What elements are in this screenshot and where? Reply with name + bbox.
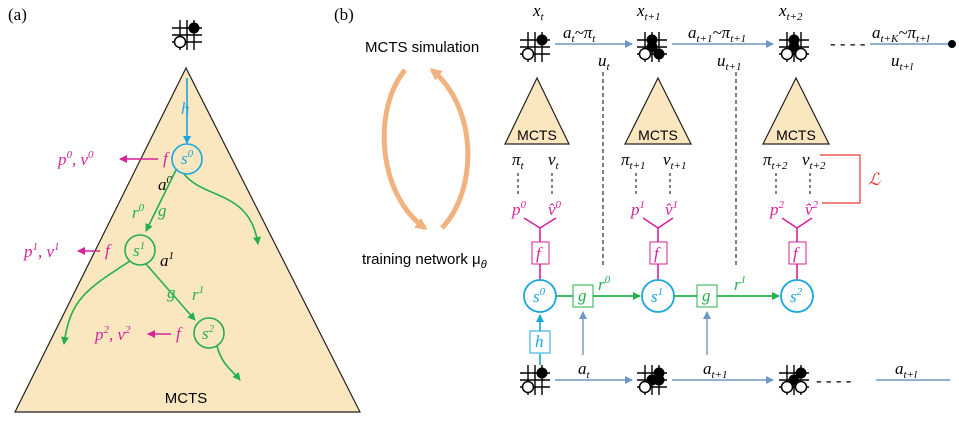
loss-label: ℒ bbox=[868, 170, 881, 189]
go-board-icon bbox=[636, 31, 668, 63]
reward-r1-b: r1 bbox=[734, 274, 746, 294]
search-v-2: vt+2 bbox=[802, 150, 826, 172]
reward-r0-a: r0 bbox=[132, 202, 145, 222]
hidden-s2 bbox=[780, 279, 814, 313]
go-board-icon bbox=[171, 19, 203, 51]
output-p0-v0: p0, v0 bbox=[57, 149, 94, 169]
state-xt: xt bbox=[532, 1, 545, 23]
panel-b-label: (b) bbox=[334, 5, 354, 24]
g-box-0-text: g bbox=[578, 286, 587, 305]
cycle-arrow-down bbox=[381, 68, 428, 231]
search-v-1: vt+1 bbox=[663, 150, 687, 172]
g-box-1-text: g bbox=[702, 286, 711, 305]
terminal-dot bbox=[948, 40, 956, 48]
search-pi-1: πt+1 bbox=[621, 150, 646, 172]
bottom-action-0: at bbox=[578, 359, 591, 381]
f-label-a2: f bbox=[176, 324, 183, 343]
mcts-tree-label: MCTS bbox=[165, 390, 208, 407]
mcts-tree bbox=[14, 66, 361, 413]
state-xt2: xt+2 bbox=[778, 1, 803, 23]
pred-p1: p1 bbox=[630, 199, 645, 219]
go-board-icon bbox=[778, 364, 810, 396]
h-box-text: h bbox=[535, 332, 544, 351]
g-label-a0: g bbox=[158, 201, 167, 220]
state-node-s1 bbox=[124, 234, 156, 266]
go-board-icon bbox=[519, 31, 551, 63]
g-arrow-0 bbox=[145, 169, 177, 232]
f-box-1-text: f bbox=[654, 244, 661, 263]
state-node-s1-text: s1 bbox=[133, 240, 145, 260]
mcts-label-0: MCTS bbox=[517, 127, 557, 143]
action-policy-0: at~πt bbox=[563, 23, 596, 45]
state-xt1: xt+1 bbox=[636, 1, 661, 23]
search-pi-2: πt+2 bbox=[763, 150, 788, 172]
state-node-s0-text: s0 bbox=[181, 148, 194, 168]
state-node-s2-text: s2 bbox=[202, 323, 215, 343]
pred-v1: v̂1 bbox=[665, 199, 678, 219]
pred-v0: v̂0 bbox=[548, 199, 562, 219]
f-box-0-text: f bbox=[536, 244, 543, 263]
branch-right-0 bbox=[183, 173, 261, 245]
dashes-top: - - - - bbox=[830, 34, 866, 53]
go-board-icon bbox=[778, 31, 810, 63]
go-board-icon bbox=[519, 364, 551, 396]
hidden-s2-text: s2 bbox=[790, 286, 803, 306]
mcts-triangle-0 bbox=[504, 76, 570, 145]
action-policy-1: at+1~πt+1 bbox=[688, 23, 746, 45]
output-p1-v1: p1, v1 bbox=[23, 241, 60, 261]
reward-r1-a: r1 bbox=[192, 284, 204, 304]
f-label-a0: f bbox=[163, 149, 170, 168]
h-label-a: h bbox=[181, 99, 190, 118]
mcts-triangle-2 bbox=[762, 76, 830, 145]
reward-u-1: ut+1 bbox=[717, 51, 741, 73]
mcts-label-2: MCTS bbox=[776, 127, 816, 143]
go-board-icon bbox=[636, 364, 668, 396]
search-v-0: vt bbox=[548, 150, 560, 172]
mcts-simulation-label: MCTS simulation bbox=[365, 39, 479, 56]
cycle-arrow-up bbox=[429, 68, 471, 230]
bottom-action-2: at+l bbox=[895, 359, 917, 381]
training-network-label: training network μθ bbox=[362, 251, 487, 271]
f-box-2-text: f bbox=[793, 244, 800, 263]
hidden-s1-text: s1 bbox=[651, 286, 663, 306]
search-pi-0: πt bbox=[512, 150, 525, 172]
action-policy-2: at+K~πt+l bbox=[872, 23, 930, 45]
reward-r0-b: r0 bbox=[598, 274, 611, 294]
state-node-s2 bbox=[193, 317, 225, 349]
action-a1: a1 bbox=[160, 250, 174, 270]
prediction-forks bbox=[523, 217, 813, 242]
pred-p2: p2 bbox=[769, 199, 785, 219]
pred-v2: v̂2 bbox=[805, 199, 819, 219]
state-node-s0 bbox=[171, 143, 203, 175]
dashes-bottom: - - - - bbox=[816, 371, 852, 390]
branch-left-1 bbox=[60, 260, 131, 345]
g-label-a1: g bbox=[167, 283, 176, 302]
hidden-s0-text: s0 bbox=[533, 286, 546, 306]
mcts-triangle-1 bbox=[624, 76, 692, 145]
reward-u-0: ut bbox=[598, 51, 611, 73]
mcts-label-1: MCTS bbox=[638, 127, 678, 143]
g-arrow-1 bbox=[145, 263, 196, 321]
branch-down-2 bbox=[216, 345, 241, 381]
output-p2-v2: p2, v2 bbox=[94, 324, 131, 344]
loss-bracket bbox=[820, 154, 861, 204]
bottom-action-1: at+1 bbox=[703, 359, 727, 381]
pred-p0: p0 bbox=[511, 199, 527, 219]
panel-a-label: (a) bbox=[8, 5, 27, 24]
f-label-a1: f bbox=[105, 241, 112, 260]
action-a0: a0 bbox=[158, 174, 173, 194]
reward-u-2: ut+l bbox=[891, 51, 913, 73]
